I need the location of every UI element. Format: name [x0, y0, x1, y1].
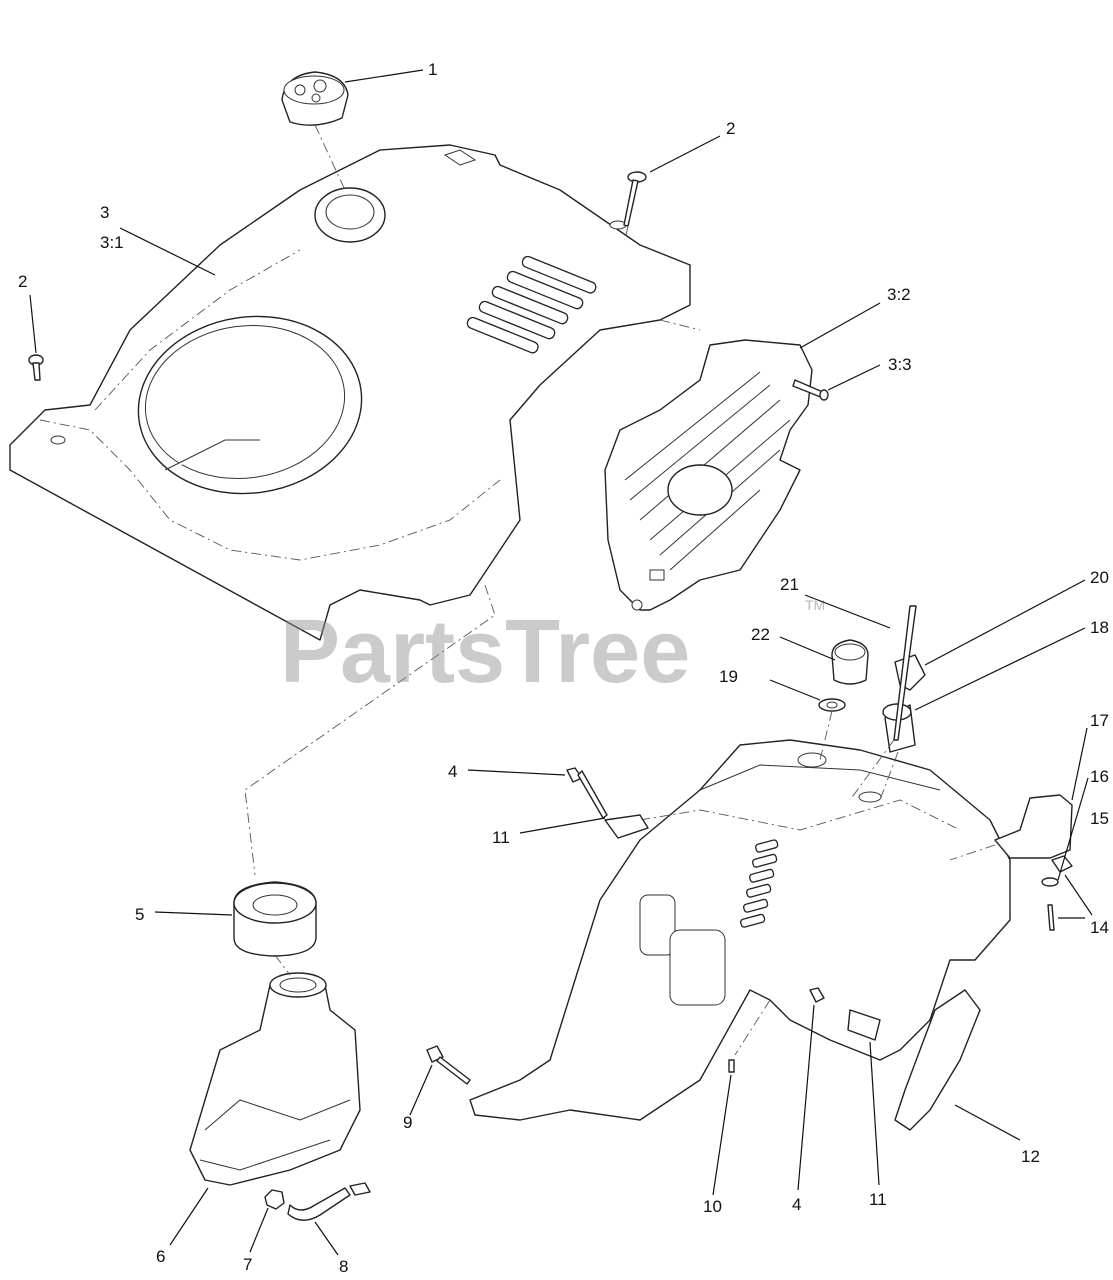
- callout-9: 9: [403, 1113, 412, 1132]
- callout-20: 20: [1090, 568, 1109, 587]
- screw-part-15[interactable]: [1047, 904, 1055, 931]
- callout-3-2: 3:2: [887, 285, 911, 304]
- callout-labels: 1 2 2 3 3:1 3:2 3:3 4 4 5 6 7 8 9 10 11 …: [18, 60, 1109, 1276]
- callout-19: 19: [719, 667, 738, 686]
- bolt-part-4-upper[interactable]: [566, 767, 608, 819]
- washer-part-16[interactable]: [1041, 877, 1059, 887]
- callout-10: 10: [703, 1197, 722, 1216]
- bushing-part-19[interactable]: [818, 698, 846, 712]
- callout-leaders: [29, 69, 1093, 1256]
- callout-1: 1: [428, 60, 437, 79]
- callout-3-3: 3:3: [888, 355, 912, 374]
- bracket-part-12[interactable]: [894, 989, 981, 1131]
- shroud-vent-slots: [466, 255, 597, 354]
- clip-part-11-upper[interactable]: [604, 814, 649, 839]
- callout-11-lower: 11: [869, 1190, 887, 1209]
- clip-part-11-lower[interactable]: [847, 1009, 881, 1041]
- callout-21: 21: [780, 575, 799, 594]
- callout-2-top: 2: [726, 119, 735, 138]
- callout-3: 3: [100, 203, 109, 222]
- callout-8: 8: [339, 1257, 348, 1276]
- pin-part-10[interactable]: [728, 1059, 735, 1073]
- key-part-20[interactable]: [894, 654, 926, 691]
- callout-18: 18: [1090, 618, 1109, 637]
- watermark-brand: PartsTree: [280, 602, 690, 702]
- callout-7: 7: [243, 1255, 252, 1274]
- callout-17: 17: [1090, 711, 1109, 730]
- screw-part-3-3[interactable]: [792, 379, 829, 401]
- screw-part-2-left[interactable]: [28, 354, 44, 381]
- rod-part-21[interactable]: [893, 605, 917, 741]
- callout-5: 5: [135, 905, 144, 924]
- knob-part-22[interactable]: [831, 639, 869, 685]
- callout-3-1: 3:1: [100, 233, 124, 252]
- nut-part-14[interactable]: [1051, 855, 1073, 873]
- callout-12: 12: [1021, 1147, 1040, 1166]
- screw-part-2-top[interactable]: [623, 171, 647, 227]
- callout-14: 14: [1090, 918, 1109, 937]
- fuel-hose-part-8[interactable]: [287, 1182, 371, 1221]
- side-panel-part-3-2[interactable]: [604, 339, 813, 611]
- callout-22: 22: [751, 625, 770, 644]
- assembly-alignment-lines: [244, 124, 996, 1056]
- bolt-part-4-lower[interactable]: [809, 987, 825, 1003]
- callout-4-lower: 4: [792, 1195, 801, 1214]
- callout-15: 15: [1090, 809, 1109, 828]
- handle-part-17[interactable]: [994, 794, 1073, 859]
- grommet-part-5[interactable]: [233, 881, 317, 957]
- fuel-cap-part-1[interactable]: [281, 71, 349, 126]
- callout-2-left: 2: [18, 272, 27, 291]
- fitting-part-7[interactable]: [264, 1189, 285, 1210]
- callout-6: 6: [156, 1247, 165, 1266]
- callout-16: 16: [1090, 767, 1109, 786]
- bolt-part-9[interactable]: [426, 1045, 471, 1085]
- callout-11-upper: 11: [492, 828, 510, 847]
- upper-shroud-part-3[interactable]: [9, 144, 691, 641]
- fuel-tank-part-6[interactable]: [189, 972, 361, 1186]
- dash-vent-slots: [740, 839, 779, 928]
- callout-4-upper: 4: [448, 762, 457, 781]
